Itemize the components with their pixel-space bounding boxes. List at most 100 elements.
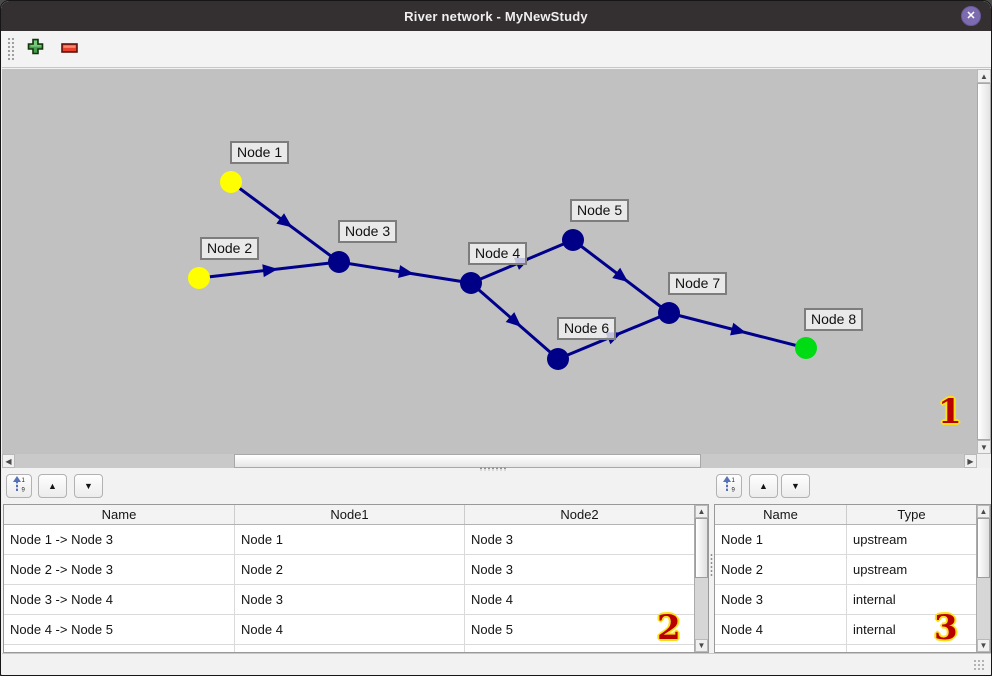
close-icon: ✕	[966, 9, 976, 22]
annotation-marker-3: 3	[934, 608, 958, 648]
edge-arrow-icon	[730, 322, 747, 336]
triangle-up-icon: ▲	[759, 480, 768, 491]
vertical-scroll-thumb[interactable]	[977, 83, 991, 440]
vertical-splitter-handle[interactable]	[710, 553, 713, 577]
table-cell: Node 4 -> Node 5	[4, 615, 235, 644]
move-down-button[interactable]: ▼	[74, 474, 103, 498]
edge-arrow-icon	[398, 265, 414, 278]
table-cell: Node 2	[235, 555, 465, 584]
edges-table-scrollbar[interactable]: ▲ ▼	[694, 505, 708, 652]
scroll-down-icon[interactable]: ▼	[977, 639, 990, 652]
main-toolbar	[2, 31, 991, 68]
table-cell: Node 4	[715, 615, 847, 644]
sort-icon: 1 9	[722, 475, 736, 497]
triangle-down-icon: ▼	[84, 480, 93, 491]
graph-node[interactable]	[795, 337, 817, 359]
graph-node[interactable]	[658, 302, 680, 324]
toolbar-drag-handle[interactable]	[7, 37, 14, 61]
annotation-marker-1: 1	[938, 392, 962, 432]
graph-node[interactable]	[328, 251, 350, 273]
horizontal-splitter-handle[interactable]	[479, 467, 507, 471]
vertical-scroll-thumb[interactable]	[695, 518, 708, 578]
horizontal-scroll-thumb[interactable]	[234, 454, 701, 468]
nodes-table-scrollbar[interactable]: ▲ ▼	[976, 505, 990, 652]
node-label: Node 2	[200, 237, 260, 260]
annotation-marker-2: 2	[657, 608, 681, 648]
graph-node[interactable]	[562, 229, 584, 251]
svg-text:1: 1	[732, 478, 736, 484]
triangle-down-icon: ▼	[791, 480, 800, 491]
graph-node[interactable]	[220, 171, 242, 193]
scroll-down-icon[interactable]: ▼	[977, 440, 991, 454]
table-row[interactable]	[4, 645, 695, 652]
move-up-button[interactable]: ▲	[749, 474, 778, 498]
sort-icon: 1 9	[12, 475, 26, 497]
node-label: Node 3	[338, 220, 398, 243]
edge-arrow-icon	[612, 267, 629, 282]
graph-node[interactable]	[460, 272, 482, 294]
column-header-node1[interactable]: Node1	[235, 505, 465, 524]
scroll-up-icon[interactable]: ▲	[977, 69, 991, 83]
column-header-name[interactable]: Name	[715, 505, 847, 524]
svg-text:9: 9	[732, 487, 736, 492]
add-button[interactable]	[22, 36, 48, 62]
sort-button[interactable]: 1 9	[716, 474, 742, 498]
node-label: Node 7	[668, 272, 728, 295]
node-label: Node 5	[570, 199, 630, 222]
table-cell: Node 2	[715, 555, 847, 584]
canvas-vertical-scrollbar[interactable]: ▲ ▼	[977, 69, 991, 454]
node-label: Node 6	[557, 317, 617, 340]
scroll-up-icon[interactable]: ▲	[695, 505, 708, 518]
vertical-splitter[interactable]	[710, 468, 713, 653]
move-up-button[interactable]: ▲	[38, 474, 67, 498]
scroll-up-icon[interactable]: ▲	[977, 505, 990, 518]
column-header-type[interactable]: Type	[847, 505, 977, 524]
sort-button[interactable]: 1 9	[6, 474, 32, 498]
close-button[interactable]: ✕	[961, 6, 981, 26]
scroll-down-icon[interactable]: ▼	[695, 639, 708, 652]
svg-text:9: 9	[22, 487, 26, 492]
table-cell: Node 3	[715, 585, 847, 614]
table-cell: Node 1	[235, 525, 465, 554]
table-cell: Node 3	[235, 585, 465, 614]
graph-node[interactable]	[547, 348, 569, 370]
resize-grip-icon[interactable]	[973, 659, 986, 672]
scroll-right-icon[interactable]: ▶	[964, 454, 977, 468]
move-down-button[interactable]: ▼	[781, 474, 810, 498]
vertical-scroll-thumb[interactable]	[977, 518, 990, 578]
column-header-name[interactable]: Name	[4, 505, 235, 524]
title-bar[interactable]: River network - MyNewStudy ✕	[1, 1, 991, 31]
table-cell: Node 4	[235, 615, 465, 644]
remove-button[interactable]	[56, 36, 82, 62]
scroll-left-icon[interactable]: ◀	[2, 454, 15, 468]
table-cell: upstream	[847, 525, 977, 554]
canvas-horizontal-scrollbar[interactable]: ◀ ▶	[2, 454, 977, 468]
table-cell	[235, 645, 465, 652]
table-cell: Node 1 -> Node 3	[4, 525, 235, 554]
scrollbar-corner	[977, 454, 991, 468]
window-title: River network - MyNewStudy	[404, 8, 588, 24]
table-cell: Node 2 -> Node 3	[4, 555, 235, 584]
graph-node[interactable]	[188, 267, 210, 289]
node-label: Node 4	[468, 242, 528, 265]
column-header-node2[interactable]: Node2	[465, 505, 695, 524]
